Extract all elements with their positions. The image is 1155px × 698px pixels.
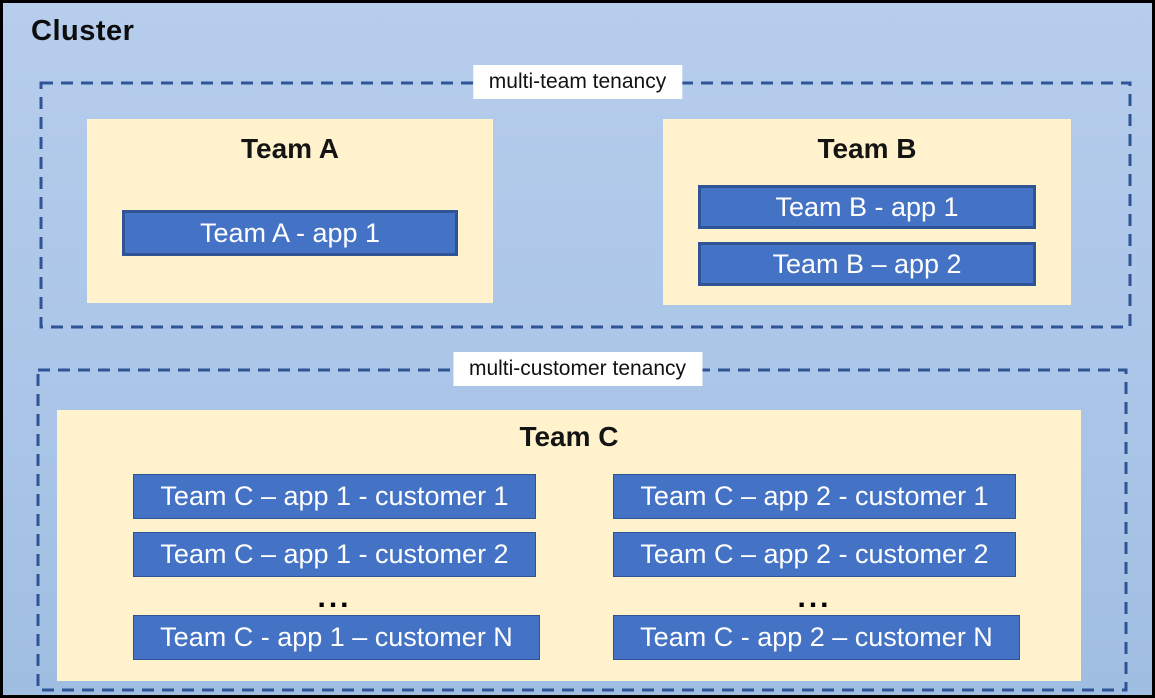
team-c-app2-customer2-box: Team C – app 2 - customer 2 (613, 532, 1016, 577)
team-a-title: Team A (240, 133, 340, 164)
team-c-app1-customerN-box: Team C - app 1 – customer N (133, 615, 540, 660)
team-b-app-2-box: Team B – app 2 (698, 242, 1036, 286)
team-b-panel: Team B Team B - app 1 Team B – app 2 (663, 119, 1071, 305)
team-c-app1-ellipsis: ... (317, 581, 352, 614)
multi-team-zone-label: multi-team tenancy (472, 65, 683, 99)
team-a-panel: Team A Team A - app 1 (87, 119, 493, 303)
team-c-app1-customer2-box: Team C – app 1 - customer 2 (133, 532, 536, 577)
team-c-panel: Team C Team C – app 1 - customer 1 Team … (57, 410, 1081, 681)
team-c-title: Team C (519, 421, 619, 452)
team-c-app2-customerN-box: Team C - app 2 – customer N (613, 615, 1020, 660)
team-c-app2-ellipsis: ... (797, 581, 832, 614)
cluster-title: Cluster (31, 15, 135, 47)
team-c-app1-customer1-box: Team C – app 1 - customer 1 (133, 474, 536, 519)
multi-customer-zone-label: multi-customer tenancy (452, 352, 703, 386)
team-b-app-1-box: Team B - app 1 (698, 185, 1036, 229)
team-a-app-1-box: Team A - app 1 (122, 210, 458, 256)
team-c-app2-customer1-box: Team C – app 2 - customer 1 (613, 474, 1016, 519)
team-b-title: Team B (817, 133, 917, 164)
